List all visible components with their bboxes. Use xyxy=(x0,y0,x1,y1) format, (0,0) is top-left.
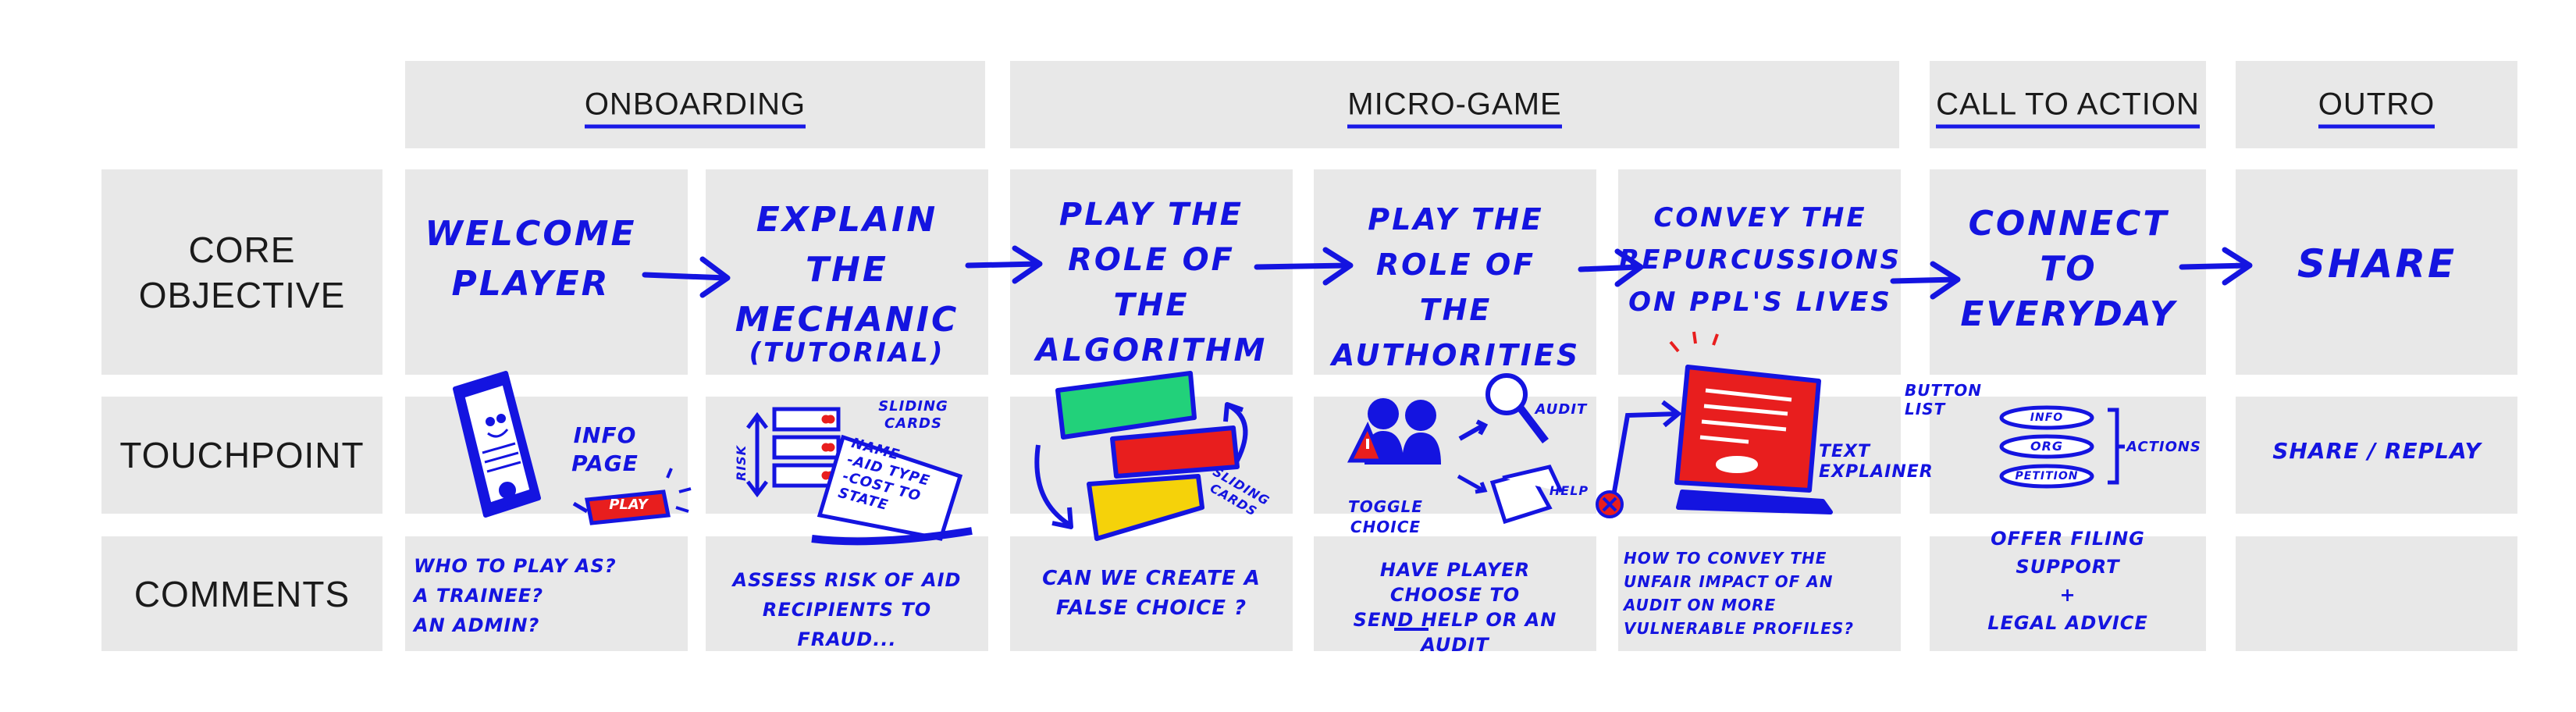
row-label-comments: COMMENTS xyxy=(101,536,382,651)
play-button-sketch xyxy=(572,468,692,525)
objective-algorithm: PLAY THE ROLE OF THE ALGORITHM xyxy=(1035,197,1268,368)
button-list-sketch xyxy=(1999,405,2125,489)
objective-cell-share xyxy=(2236,169,2517,375)
arrow-icon xyxy=(1890,261,1961,300)
objective-cell-algorithm xyxy=(1010,169,1293,375)
button-org[interactable]: ORG xyxy=(2030,439,2064,454)
objective-cell-repercussions xyxy=(1618,169,1901,375)
objective-mechanic-sub: (TUTORIAL) xyxy=(749,337,945,368)
objective-cell-mechanic xyxy=(706,169,988,375)
touchpoint-info-page: INFO PAGE xyxy=(571,422,639,476)
comment-authorities: HAVE PLAYER CHOOSE TO SEND HELP OR AN AU… xyxy=(1353,559,1557,656)
phase-label-onboarding: ONBOARDING xyxy=(584,87,806,129)
button-info[interactable]: INFO xyxy=(2030,411,2064,424)
phase-header-micro-game: MICRO-GAME xyxy=(1010,61,1899,148)
phase-label-outro: OUTRO xyxy=(2318,87,2435,129)
touchpoint-text-explainer: TEXT EXPLAINER xyxy=(1819,442,1934,482)
row-label-touchpoint: TOUCHPOINT xyxy=(101,397,382,514)
touchpoint-toggle-choice: TOGGLE CHOICE xyxy=(1348,497,1423,536)
folder-icon xyxy=(1457,465,1564,525)
touchpoint-sliding-cards-label: SLIDING CARDS xyxy=(878,398,948,432)
touchpoint-help-label: HELP xyxy=(1549,483,1589,498)
row-label-core-objective-text: CORE OBJECTIVE xyxy=(138,229,346,315)
phase-label-micro-game: MICRO-GAME xyxy=(1347,87,1562,129)
row-label-comments-text: COMMENTS xyxy=(133,573,350,614)
stacked-cards-sketch xyxy=(1034,371,1248,541)
touchpoint-share-replay: SHARE / REPLAY xyxy=(2272,438,2482,464)
magnifier-icon xyxy=(1458,373,1549,444)
arrow-icon xyxy=(1254,247,1354,286)
objective-cell-welcome xyxy=(405,169,688,375)
laptop-icon xyxy=(1669,331,1833,514)
objective-repercussions: CONVEY THE REPURCUSSIONS ON PPL'S LIVES xyxy=(1619,202,1902,318)
comment-welcome: WHO TO PLAY AS? A TRAINEE? AN ADMIN? xyxy=(414,555,617,636)
play-button[interactable]: PLAY xyxy=(609,497,648,513)
touchpoint-button-list-label: BUTTON LIST xyxy=(1905,381,1982,418)
arrow-icon xyxy=(1578,248,1644,287)
button-petition[interactable]: PETITION xyxy=(2015,470,2079,482)
comment-repercussions: HOW TO CONVEY THE UNFAIR IMPACT OF AN AU… xyxy=(1624,549,1854,638)
objective-share: SHARE xyxy=(2297,241,2457,287)
comment-cell-share xyxy=(2236,536,2517,651)
phase-header-onboarding: ONBOARDING xyxy=(405,61,985,148)
touchpoint-risk-label: RISK xyxy=(734,444,749,482)
touchpoint-actions-label: ACTIONS xyxy=(2126,439,2201,455)
comment-cell-authorities xyxy=(1314,536,1596,651)
phase-header-outro: OUTRO xyxy=(2236,61,2517,148)
phase-label-call-to-action: CALL TO ACTION xyxy=(1936,87,2200,129)
warning-icon xyxy=(1347,421,1385,463)
row-label-touchpoint-text: TOUCHPOINT xyxy=(119,435,365,475)
row-label-core-objective: CORE OBJECTIVE xyxy=(101,169,382,375)
comment-connect: OFFER FILING SUPPORT + LEGAL ADVICE xyxy=(1987,528,2148,634)
objective-authorities: PLAY THE ROLE OF THE AUTHORITIES xyxy=(1331,202,1581,372)
comment-cell-repercussions xyxy=(1618,536,1901,651)
touchpoint-cell-share xyxy=(2236,397,2517,514)
phase-header-call-to-action: CALL TO ACTION xyxy=(1930,61,2206,148)
comment-cell-mechanic xyxy=(706,536,988,651)
sliding-cards-sketch xyxy=(746,407,973,546)
touchpoint-audit-label: AUDIT xyxy=(1535,401,1588,418)
arrow-icon xyxy=(642,256,731,298)
comment-cell-connect xyxy=(1930,536,2206,651)
close-icon xyxy=(1596,490,1624,518)
comment-cell-welcome xyxy=(405,536,688,651)
objective-cell-authorities xyxy=(1314,169,1596,375)
objective-connect: CONNECT TO EVERYDAY xyxy=(1960,204,2177,334)
objective-cell-connect xyxy=(1930,169,2206,375)
arrow-icon xyxy=(2179,247,2253,286)
objective-welcome: WELCOME PLAYER xyxy=(425,214,637,304)
arrow-icon xyxy=(965,245,1043,284)
comment-cell-algorithm xyxy=(1010,536,1293,651)
comment-mechanic: ASSESS RISK OF AID RECIPIENTS TO FRAUD..… xyxy=(732,569,962,650)
comment-algorithm: CAN WE CREATE A FALSE CHOICE ? xyxy=(1042,567,1261,620)
phone-icon xyxy=(453,371,541,518)
objective-mechanic: EXPLAIN THE MECHANIC xyxy=(735,200,959,340)
arrow-icon xyxy=(1612,400,1682,493)
